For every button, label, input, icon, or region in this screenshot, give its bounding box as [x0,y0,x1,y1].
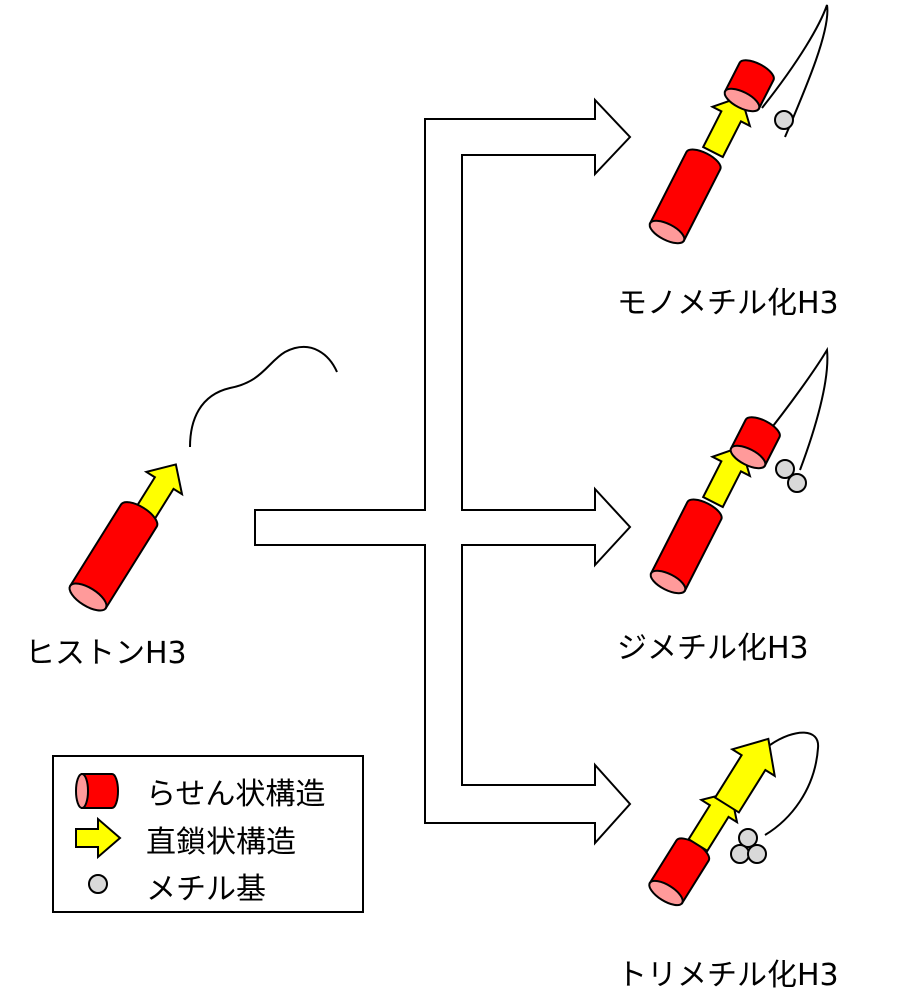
methyl-group-icon [775,459,795,479]
legend-row-methyl: メチル基 [54,862,362,907]
methyl-group-icon [787,473,807,493]
methyl-group-icon [774,110,794,130]
branch-arrows [254,97,632,846]
yellow-arrow-icon [75,816,122,860]
histone-helix-cylinder [68,501,159,612]
gray-circle-icon [88,874,108,894]
methyl-group-icon [747,844,767,864]
legend-row-helix: らせん状構造 [54,767,362,812]
legend-row-linear: 直鎖状構造 [54,815,362,860]
dimethyl-structure [646,346,829,599]
red-cylinder-icon [75,773,119,809]
trimethyl-structure [648,731,820,907]
monomethyl-h3-label: モノメチル化H3 [617,286,839,321]
legend-label-helix: らせん状構造 [146,777,326,812]
monomethyl-structure [645,4,829,249]
trimethyl-h3-label: トリメチル化H3 [617,958,839,993]
methyl-group-icon [738,828,758,848]
histone-h3-structure [68,346,338,612]
histone-h3-label: ヒストンH3 [25,636,187,671]
legend-label-methyl: メチル基 [146,872,266,907]
histone-tail [189,346,338,448]
legend-label-linear: 直鎖状構造 [146,825,296,860]
legend: らせん状構造 直鎖状構造 メチル基 [52,755,364,913]
dimethyl-h3-label: ジメチル化H3 [617,631,809,666]
methyl-group-icon [730,844,750,864]
